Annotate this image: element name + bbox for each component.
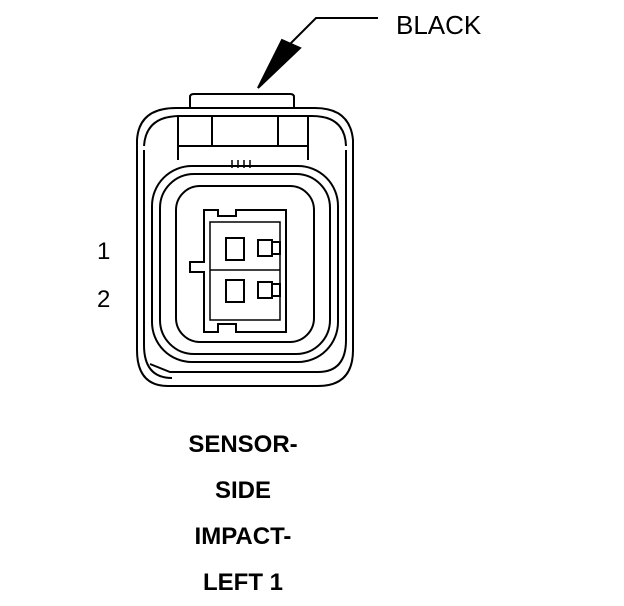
pin-label-2: 2 <box>97 286 111 313</box>
connector-seal-ring-middle <box>159 173 331 355</box>
connector-housing-bottom-edge <box>149 150 347 373</box>
connector-housing-outer <box>136 107 354 387</box>
pin-2-terminal <box>225 279 245 303</box>
pin-2-contact <box>257 281 273 299</box>
callout-arrow-head <box>257 38 302 89</box>
cavity-inner-outline <box>209 221 281 321</box>
pin-label-1: 1 <box>97 238 111 265</box>
pin-2-contact-tip <box>271 283 281 297</box>
pin-1-contact-tip <box>271 241 281 255</box>
connector-seal-ring-inner <box>175 185 315 343</box>
connector-latch-tab <box>189 93 295 108</box>
connector-latch-window <box>177 115 309 147</box>
caption-line: LEFT 1 <box>202 569 283 596</box>
callout-label-color: BLACK <box>396 10 482 40</box>
caption-line: SENSOR- <box>188 431 298 458</box>
connector-terminal-cavity <box>189 209 287 333</box>
caption-line: SIDE <box>214 477 271 504</box>
connector-housing-inner-edge <box>143 115 347 147</box>
pin-1-terminal <box>225 237 245 261</box>
connector-seal-ring-outer <box>151 165 339 363</box>
caption-line: IMPACT- <box>194 523 292 550</box>
connector-caption: SENSOR- SIDE IMPACT- LEFT 1 <box>0 422 486 606</box>
pin-1-contact <box>257 239 273 257</box>
connector-housing-left-edge <box>143 150 173 379</box>
